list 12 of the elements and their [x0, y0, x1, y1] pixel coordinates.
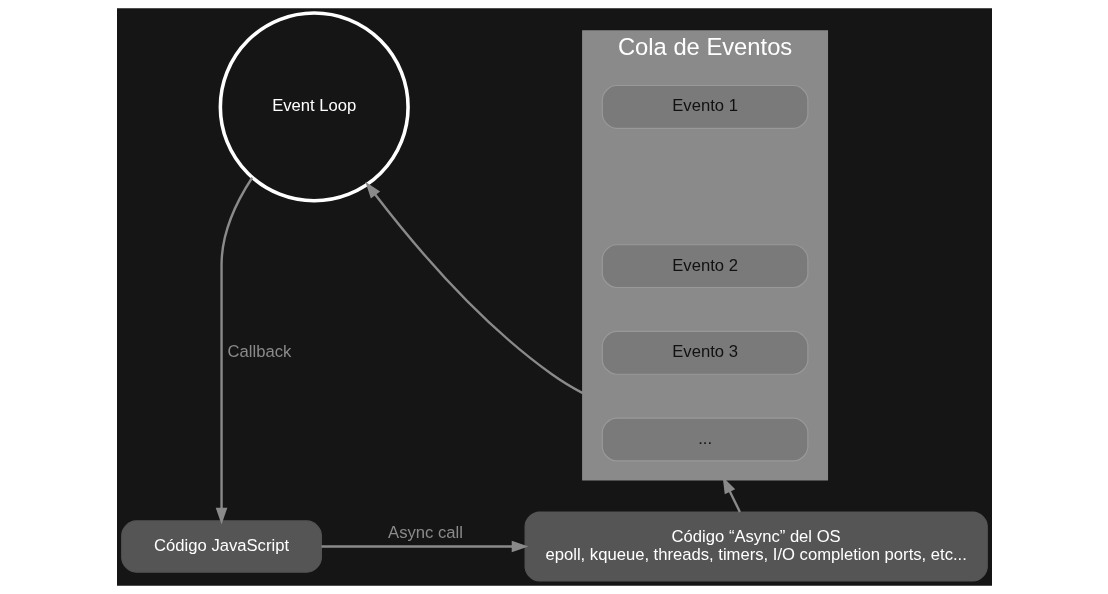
node-circle: Event Loop	[218, 11, 410, 203]
edge-label: Callback	[227, 342, 291, 362]
node-box: Código “Async” del OS epoll, kqueue, threads, timers, I/O completion ports, etc...	[524, 511, 988, 582]
arrow	[364, 181, 583, 395]
node-box: Evento 1	[601, 84, 808, 129]
node-box: Evento 2	[601, 244, 808, 289]
node-box: ...	[601, 417, 808, 462]
node-box: Código JavaScript	[120, 520, 322, 573]
arrow	[321, 540, 528, 553]
node-box: Evento 3	[601, 330, 808, 375]
arrow	[215, 177, 253, 525]
edge-label: Async call	[387, 523, 463, 543]
